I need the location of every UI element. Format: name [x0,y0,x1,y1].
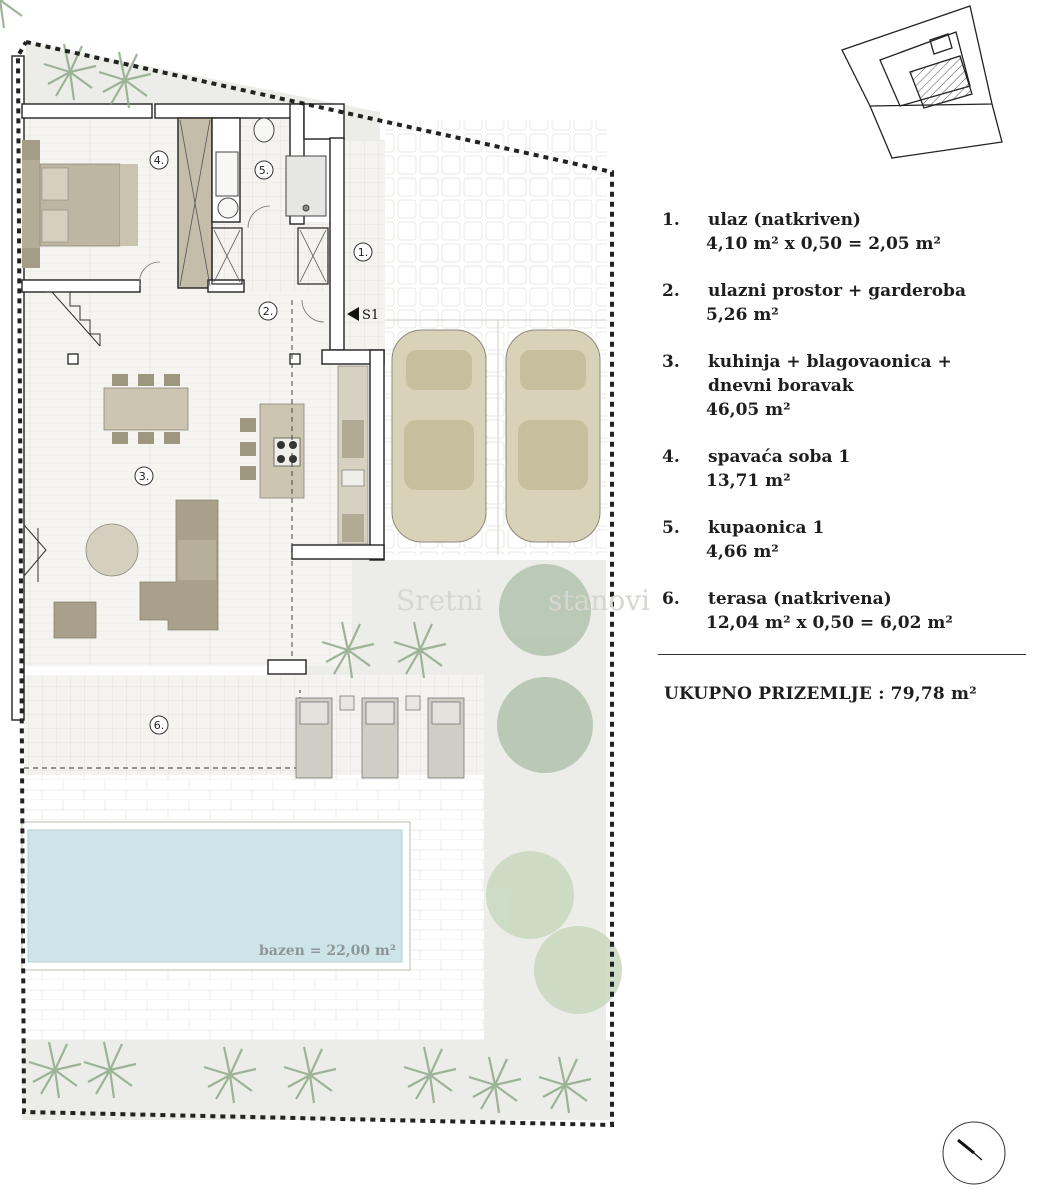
legend-label: ulazni prostor + garderoba [708,281,966,301]
watermark-right: stanovi [548,584,650,617]
palm-plants [0,0,593,1115]
section-label: S1 [362,308,379,323]
walls [11,55,385,721]
property-boundary [15,40,614,1128]
legend-area: 5,26 m² [706,305,779,325]
room-tag-4: 4. [154,154,165,167]
total-value: 79,78 m² [890,684,977,704]
dining-set [103,374,189,444]
kitchen-counter [337,365,369,545]
legend-item: 2. ulazni prostor + garderoba 5,26 m² [662,279,1032,327]
legend-label: terasa (natkrivena) [708,589,892,609]
legend-number: 4. [662,447,680,467]
legend-number: 3. [662,352,680,372]
legend-label: ulaz (natkriven) [708,210,861,230]
terrace-paving [24,675,484,775]
legend-area: 13,71 m² [706,471,791,491]
legend-label: spavaća soba 1 [708,447,851,467]
legend-label-line2: dnevni boravak [708,376,854,396]
bathroom-fixtures [215,117,327,219]
garden-top [24,42,380,140]
pool-label: bazen = 22,00 m² [259,943,396,959]
car-right [505,329,601,543]
legend-item: 3. kuhinja + blagovaonica + dnevni borav… [662,350,1032,422]
legend-number: 2. [662,281,680,301]
legend-number: 6. [662,589,680,609]
site-key-plan [841,5,1003,159]
legend-area: 4,10 m² x 0,50 = 2,05 m² [706,234,941,254]
total-area: UKUPNO PRIZEMLJE :79,78 m² [664,684,983,704]
total-label: UKUPNO PRIZEMLJE : [664,684,885,704]
bed [22,140,138,268]
pool-water [27,829,403,963]
sun-loungers [295,695,465,779]
section-arrow-icon [347,307,359,321]
north-arrow-icon [942,1121,1006,1185]
legend-item: 4. spavaća soba 1 13,71 m² [662,445,1032,493]
legend-area: 12,04 m² x 0,50 = 6,02 m² [706,613,953,633]
staircase [45,291,101,347]
legend-number: 1. [662,210,680,230]
room-tag-6: 6. [154,719,165,732]
legend-item: 6. terasa (natkrivena) 12,04 m² x 0,50 =… [662,587,1032,635]
trees [486,564,622,1014]
kitchen-island [240,403,305,499]
legend-number: 5. [662,518,680,538]
legend-label: kuhinja + blagovaonica + [708,352,952,372]
legend-label: kupaonica 1 [708,518,825,538]
legend-area: 4,66 m² [706,542,779,562]
room-tag-3: 3. [139,470,150,483]
legend-item: 5. kupaonica 1 4,66 m² [662,516,1032,564]
room-tag-1: 1. [358,246,369,259]
legend-item: 1. ulaz (natkriven) 4,10 m² x 0,50 = 2,0… [662,208,1032,256]
room-tag-5: 5. [259,164,270,177]
car-left [391,329,487,543]
room-legend: 1. ulaz (natkriven) 4,10 m² x 0,50 = 2,0… [662,208,1032,658]
living-furniture [53,499,219,639]
room-tag-2: 2. [263,305,274,318]
legend-divider [658,654,1026,655]
legend-area: 46,05 m² [706,400,791,420]
watermark-left: Sretni [396,584,483,617]
